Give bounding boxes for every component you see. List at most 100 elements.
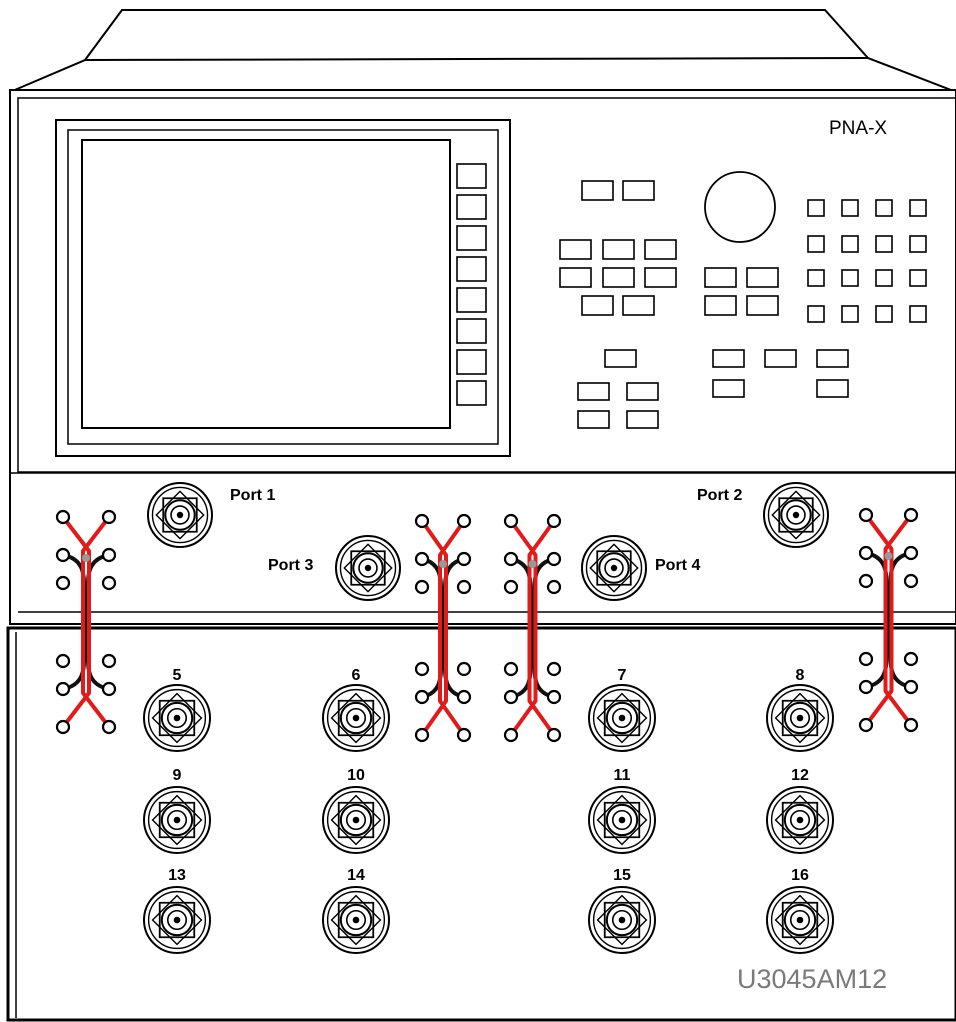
numeric-key bbox=[841, 269, 859, 287]
connector bbox=[588, 886, 656, 954]
softkey bbox=[456, 194, 487, 220]
jumper-terminal bbox=[503, 689, 519, 705]
numeric-key bbox=[841, 305, 859, 323]
jumper-terminal bbox=[546, 661, 562, 677]
jumper-terminal bbox=[55, 653, 71, 669]
front-panel-key bbox=[704, 295, 737, 316]
front-panel-key bbox=[602, 267, 635, 288]
jumper-terminal bbox=[414, 689, 430, 705]
connectors bbox=[143, 482, 834, 954]
numeric-key bbox=[875, 305, 893, 323]
front-panel-key bbox=[816, 349, 849, 368]
connector bbox=[143, 786, 211, 854]
jumper-terminal bbox=[456, 513, 472, 529]
jumper-terminal bbox=[55, 575, 71, 591]
connector bbox=[588, 684, 656, 752]
rotary-knob bbox=[704, 171, 776, 243]
front-panel-key bbox=[602, 239, 635, 260]
connector bbox=[766, 684, 834, 752]
jumper-terminal bbox=[858, 651, 874, 667]
softkey bbox=[456, 163, 487, 189]
front-panel-key bbox=[622, 180, 655, 201]
jumper-cable bbox=[527, 519, 556, 737]
front-panel-key bbox=[604, 349, 637, 368]
softkey bbox=[456, 380, 487, 406]
numeric-key bbox=[909, 305, 927, 323]
jumper-terminal bbox=[858, 573, 874, 589]
jumper-terminal bbox=[55, 547, 71, 563]
test-port-label: 11 bbox=[614, 767, 631, 784]
jumper-terminal bbox=[503, 661, 519, 677]
test-port-label: 16 bbox=[791, 867, 809, 884]
front-panel-key bbox=[764, 349, 797, 368]
front-panel-key bbox=[712, 349, 745, 368]
front-panel-key bbox=[626, 410, 659, 429]
jumper-terminal bbox=[456, 551, 472, 567]
jumper-terminal bbox=[546, 689, 562, 705]
jumper-terminal bbox=[903, 717, 919, 733]
front-panel-key bbox=[644, 267, 677, 288]
connector bbox=[322, 684, 390, 752]
test-set-model: U3045AM12 bbox=[737, 964, 887, 994]
jumper-terminal bbox=[55, 719, 71, 735]
softkey bbox=[456, 318, 487, 344]
jumper-cable bbox=[81, 515, 111, 729]
connector bbox=[763, 482, 829, 548]
front-panel-key bbox=[559, 267, 592, 288]
cable-junction bbox=[82, 554, 90, 562]
jumper-terminal bbox=[503, 551, 519, 567]
jumper-terminal bbox=[903, 679, 919, 695]
test-port-label: 14 bbox=[347, 867, 365, 884]
jumper-terminal bbox=[101, 575, 117, 591]
numeric-key bbox=[841, 199, 859, 217]
jumper-terminal bbox=[858, 717, 874, 733]
front-panel-key bbox=[626, 382, 659, 401]
jumper-terminal bbox=[546, 727, 562, 743]
jumper-terminal bbox=[101, 653, 117, 669]
front-panel-key bbox=[581, 180, 614, 201]
front-panel-key bbox=[712, 379, 745, 398]
cable-junction bbox=[528, 560, 537, 568]
jumper-cable bbox=[883, 513, 913, 727]
connector bbox=[335, 535, 401, 601]
instrument-top-cover bbox=[9, 9, 956, 93]
jumper-terminal bbox=[546, 579, 562, 595]
jumper-terminal bbox=[903, 545, 919, 561]
connector bbox=[322, 886, 390, 954]
jumper-terminal bbox=[903, 573, 919, 589]
softkey-column bbox=[456, 163, 487, 406]
instrument-name: PNA-X bbox=[829, 118, 887, 139]
front-panel-keys bbox=[559, 180, 927, 429]
test-port-label: 7 bbox=[618, 667, 627, 684]
jumper-terminal bbox=[858, 679, 874, 695]
test-port-label: 9 bbox=[173, 767, 182, 784]
numeric-key bbox=[807, 235, 825, 253]
port-2-label: Port 2 bbox=[697, 487, 742, 504]
test-port-label: 12 bbox=[791, 767, 809, 784]
jumper-terminal bbox=[414, 579, 430, 595]
cable-junction bbox=[884, 552, 893, 560]
display-screen bbox=[81, 139, 451, 429]
jumper-cable bbox=[61, 515, 91, 729]
jumper-terminal bbox=[503, 727, 519, 743]
numeric-key bbox=[875, 269, 893, 287]
connector bbox=[147, 482, 213, 548]
jumper-terminal bbox=[903, 651, 919, 667]
numeric-key bbox=[909, 235, 927, 253]
numeric-key bbox=[807, 269, 825, 287]
front-panel-key bbox=[816, 379, 849, 398]
port-1-label: Port 1 bbox=[230, 487, 275, 504]
connector bbox=[766, 786, 834, 854]
front-panel-key bbox=[581, 295, 614, 316]
front-panel-key bbox=[746, 295, 779, 316]
numeric-key bbox=[909, 269, 927, 287]
connector bbox=[766, 886, 834, 954]
softkey bbox=[456, 256, 487, 282]
front-panel-key bbox=[577, 382, 610, 401]
test-port-label: 6 bbox=[352, 667, 361, 684]
jumper-terminal bbox=[414, 551, 430, 567]
test-port-label: 15 bbox=[613, 867, 631, 884]
jumper-terminal bbox=[414, 727, 430, 743]
jumper-terminal bbox=[55, 681, 71, 697]
